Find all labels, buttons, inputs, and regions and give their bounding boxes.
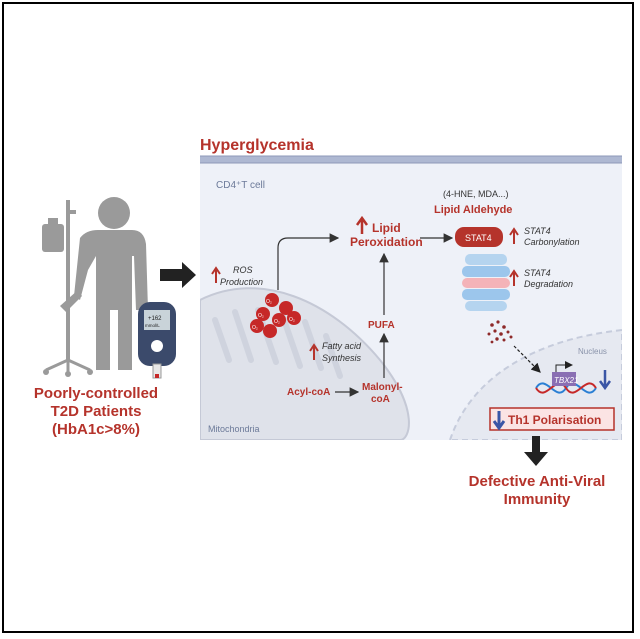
fatty-acid-label-1: Fatty acid [322, 341, 362, 351]
nucleus-label: Nucleus [578, 347, 607, 356]
figure-frame [2, 2, 634, 633]
meter-unit: mmol/L [145, 323, 160, 328]
glucose-meter-icon [138, 302, 176, 379]
malonyl-label-1: Malonyl- [362, 382, 403, 393]
patient-label-3: (HbA1c>8%) [52, 421, 140, 438]
up-arrow-icon [355, 215, 369, 234]
arrow-patient-to-cell [160, 262, 196, 288]
patient-label-2: T2D Patients [51, 403, 142, 420]
patient-label-1: Poorly-controlled [34, 385, 158, 402]
meter-value: +162 [148, 316, 162, 322]
lipid-label-1: Lipid [372, 221, 401, 235]
degraded-fragments [487, 320, 513, 344]
cell-membrane [200, 156, 622, 163]
dna-icon [535, 361, 597, 394]
o2-label: O₂ [289, 317, 295, 323]
o2-label: O₂ [266, 299, 272, 305]
outcome-arrow [524, 436, 548, 466]
mitochondria-label: Mitochondria [208, 424, 260, 434]
outcome-label-2: Immunity [504, 491, 571, 508]
up-arrow-icon [309, 343, 319, 360]
fatty-acid-label-2: Synthesis [322, 353, 362, 363]
ros-label-2: Production [220, 277, 263, 287]
up-arrow-icon [509, 269, 519, 286]
down-arrow-icon [598, 370, 612, 391]
ros-molecules: O₂ O₂ O₂ O₂ O₂ [250, 293, 301, 338]
aldehyde-subtitle: (4-HNE, MDA...) [443, 189, 509, 199]
degradation-label-2: Degradation [524, 279, 573, 289]
down-arrow-icon [492, 411, 506, 431]
o2-label: O₂ [252, 325, 258, 331]
up-arrow-icon [509, 227, 519, 244]
stat4-box [455, 227, 503, 247]
pufa-label: PUFA [368, 320, 395, 331]
up-arrow-icon [211, 266, 221, 283]
lipid-label-2: Peroxidation [350, 235, 423, 249]
th1-box [489, 407, 615, 431]
carbonylation-label-1: STAT4 [524, 226, 551, 236]
stat4-box-label: STAT4 [465, 233, 492, 243]
patient-illustration [42, 197, 148, 377]
th1-label: Th1 Polarisation [508, 413, 601, 427]
o2-label: O₂ [274, 319, 280, 325]
degradation-label-1: STAT4 [524, 268, 551, 278]
hyperglycemia-title: Hyperglycemia [200, 137, 314, 154]
arrow-to-tbx21 [513, 345, 541, 373]
arrow-ros-to-lipid [277, 233, 340, 290]
ros-label-1: ROS [233, 265, 253, 275]
tbx21-label: TBX21 [554, 376, 578, 385]
acyl-coa-label: Acyl-coA [287, 387, 330, 398]
outcome-label-1: Defective Anti-Viral [469, 473, 606, 490]
o2-label: O₂ [258, 313, 264, 319]
cell-label: CD4⁺T cell [216, 180, 265, 191]
carbonylation-label-2: Carbonylation [524, 237, 580, 247]
aldehyde-title: Lipid Aldehyde [434, 204, 512, 216]
malonyl-label-2: coA [371, 394, 390, 405]
proteasome-icon [462, 254, 510, 311]
